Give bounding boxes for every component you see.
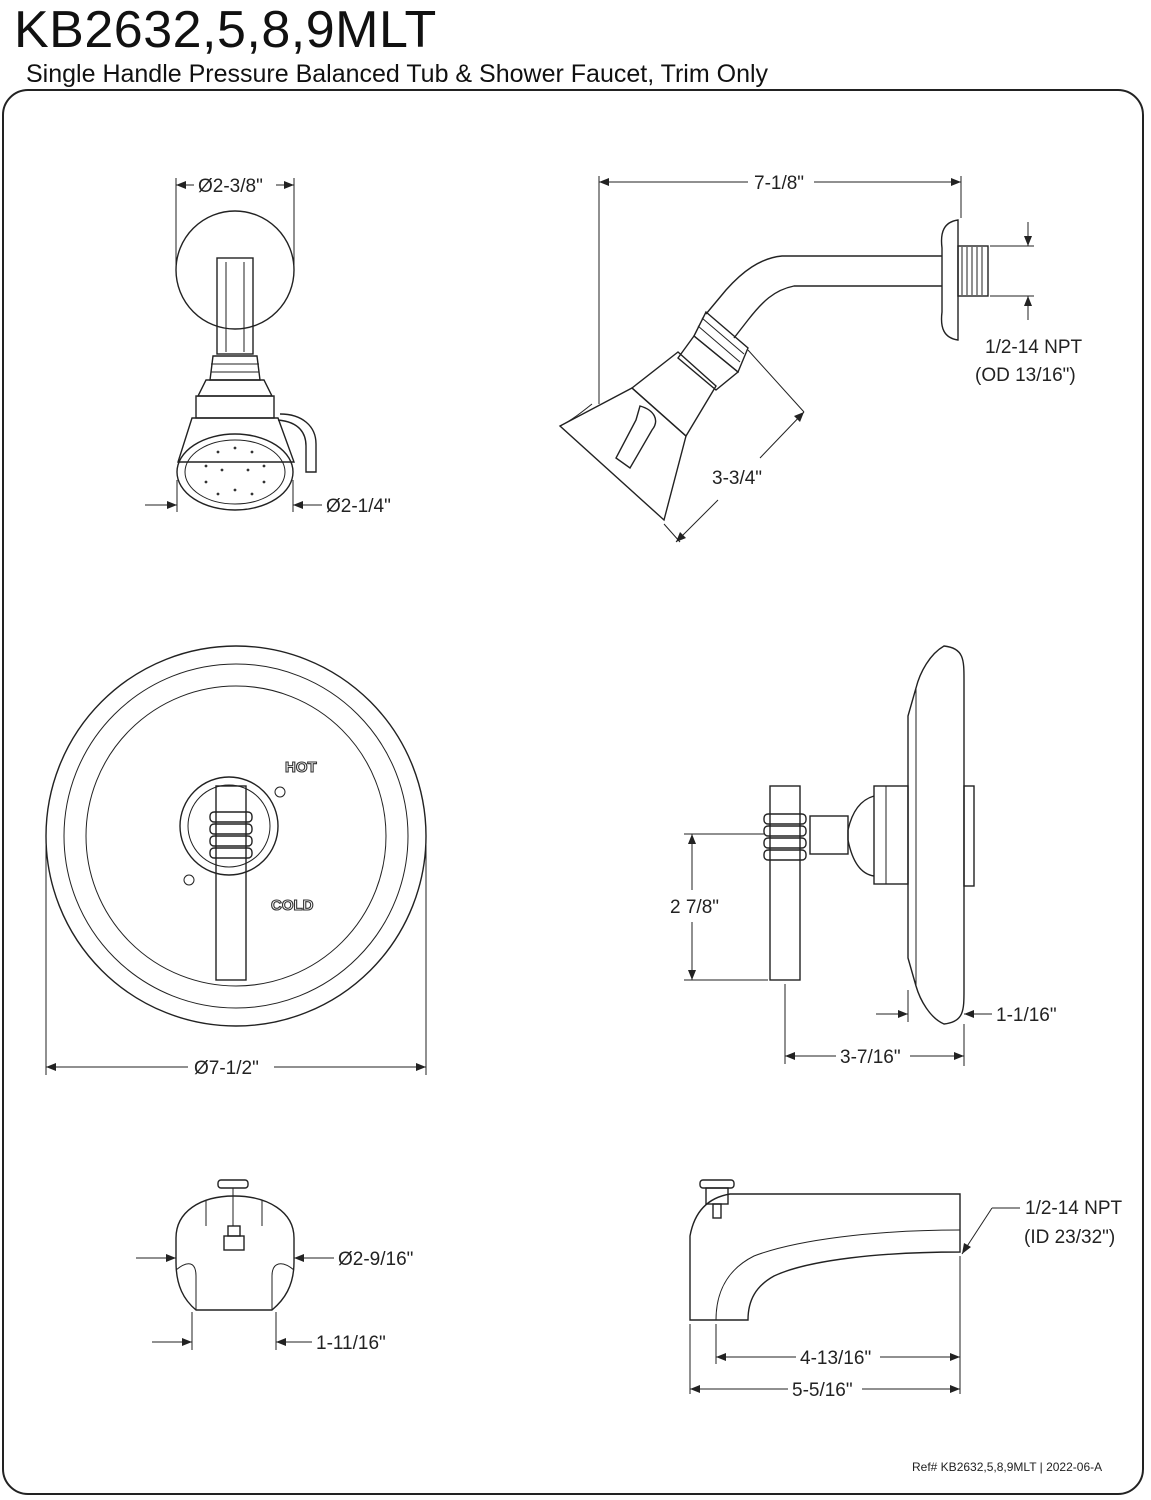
product-description: Single Handle Pressure Balanced Tub & Sh… [26,60,769,88]
dim-arm-thread-od: (OD 13/16") [975,365,1076,386]
model-title: KB2632,5,8,9MLT [14,1,437,59]
valve-handle [215,785,247,981]
dim-outlet-width: 1-11/16" [316,1333,386,1354]
dim-handle-height: 2 7/8" [670,897,719,918]
adjust-lever [277,413,317,473]
spout-body-side [689,1193,961,1321]
arm-flange [940,219,959,341]
dim-head-length: 3-3/4" [712,468,762,489]
knurled-collar [195,395,275,419]
shower-arm-side-view: 7-1/8" 1/2-14 NPT (OD 13/16") 3-3/4" [558,173,1083,543]
valve-trim-side-view: 2 7/8" 1-1/16" 3-7/16" [670,645,1057,1068]
valve-trim-front-view: HOT COLD Ø7-1/2" [45,645,427,1079]
trim-plate [45,645,427,1027]
tub-spout-side-view: 1/2-14 NPT (ID 23/32") 4-13/16" 5-5/16" [689,1179,1123,1401]
diverter-knob-side [699,1179,735,1189]
dim-flange-diameter: Ø2-3/8" [198,176,263,197]
dim-arm-reach: 7-1/8" [754,173,804,194]
handle-escutcheon [179,776,279,876]
dim-handle-projection: 3-7/16" [840,1047,901,1068]
dim-spout-overall: 5-5/16" [792,1380,853,1401]
dim-face-diameter: Ø2-1/4" [326,496,391,517]
trim-plate-profile [907,645,965,1025]
diverter-knob-front [217,1179,249,1189]
tub-spout-front-view: Ø2-9/16" 1-11/16" [136,1179,413,1354]
arm-knurled-collar [630,351,717,438]
dim-plate-depth: 1-1/16" [996,1005,1057,1026]
hot-label: HOT [285,759,317,776]
dim-spout-thread: 1/2-14 NPT [1025,1198,1123,1219]
dim-spout-reach: 4-13/16" [800,1348,871,1369]
spout-body-front [175,1195,295,1311]
arm-thread [957,245,989,297]
dim-arm-thread: 1/2-14 NPT [985,337,1083,358]
dim-plate-diameter: Ø7-1/2" [194,1058,259,1079]
reference-note: Ref# KB2632,5,8,9MLT | 2022-06-A [912,1460,1102,1474]
cold-label: COLD [271,897,314,914]
drawing-frame [2,89,1144,1495]
shower-arm-pipe [216,257,254,355]
dim-outlet-diameter: Ø2-9/16" [338,1249,413,1270]
side-handle [769,785,801,981]
shower-flange [175,210,295,330]
spray-face [176,433,294,511]
shower-head-front-view: Ø2-3/8" Ø2-1/4" [145,176,391,517]
dim-spout-thread-id: (ID 23/32") [1024,1227,1115,1248]
arm-shower-cone [558,387,687,522]
